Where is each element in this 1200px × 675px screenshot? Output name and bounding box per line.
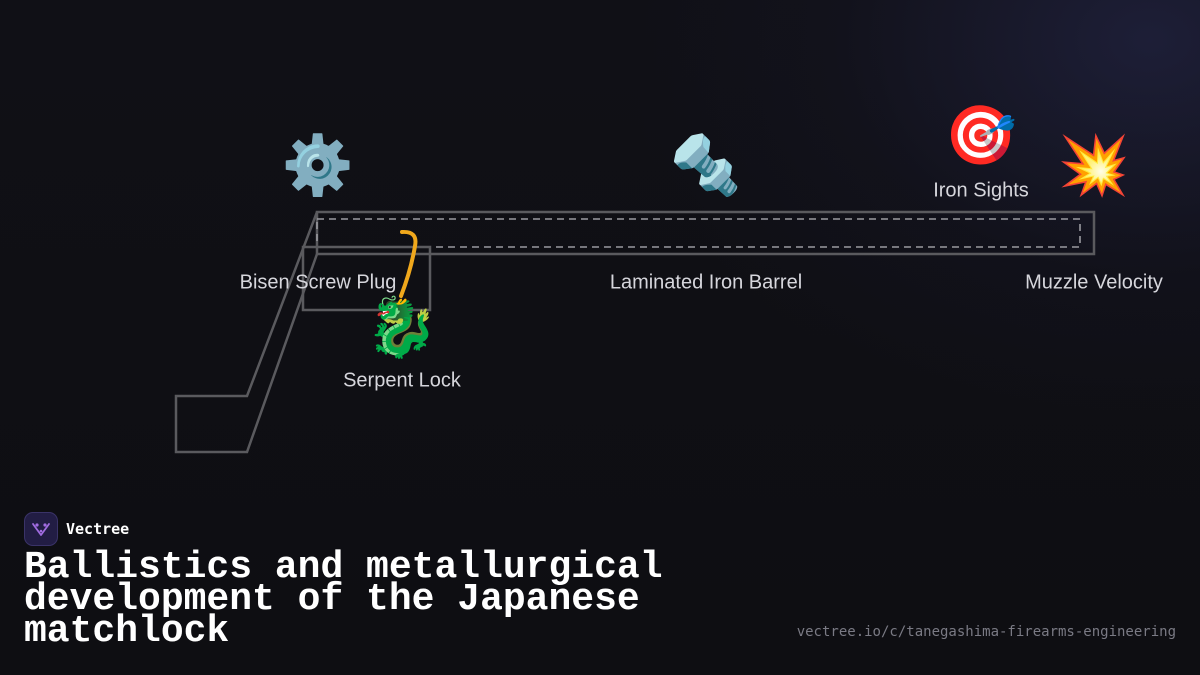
barrel-outline — [315, 210, 1096, 256]
node-label-barrel: Laminated Iron Barrel — [609, 271, 803, 294]
bullseye-icon: 🎯 — [944, 101, 1018, 169]
node-label-muzzle-velocity: Muzzle Velocity — [1025, 271, 1163, 294]
collision-icon: 💥 — [1057, 131, 1131, 199]
vectree-logo-icon — [24, 512, 58, 546]
stock-outline — [174, 211, 319, 454]
dragon-icon: 🐉 — [365, 293, 439, 361]
node-label-serpent-lock: Serpent Lock — [343, 369, 461, 392]
node-label-screw-plug: Bisen Screw Plug — [239, 271, 397, 294]
barrel-bore — [316, 218, 1081, 248]
brand-name: Vectree — [66, 520, 130, 538]
source-url[interactable]: vectree.io/c/tanegashima-firearms-engine… — [796, 624, 1176, 640]
brand[interactable]: Vectree — [24, 512, 129, 546]
nut-and-bolt-icon: 🔩 — [669, 131, 743, 199]
gear-icon: ⚙️ — [281, 131, 355, 199]
lock-plate — [301, 245, 432, 312]
serpentine-arm — [399, 229, 418, 298]
node-label-iron-sights: Iron Sights — [933, 179, 1029, 202]
page-title: Ballistics and metallurgical development… — [24, 546, 663, 653]
